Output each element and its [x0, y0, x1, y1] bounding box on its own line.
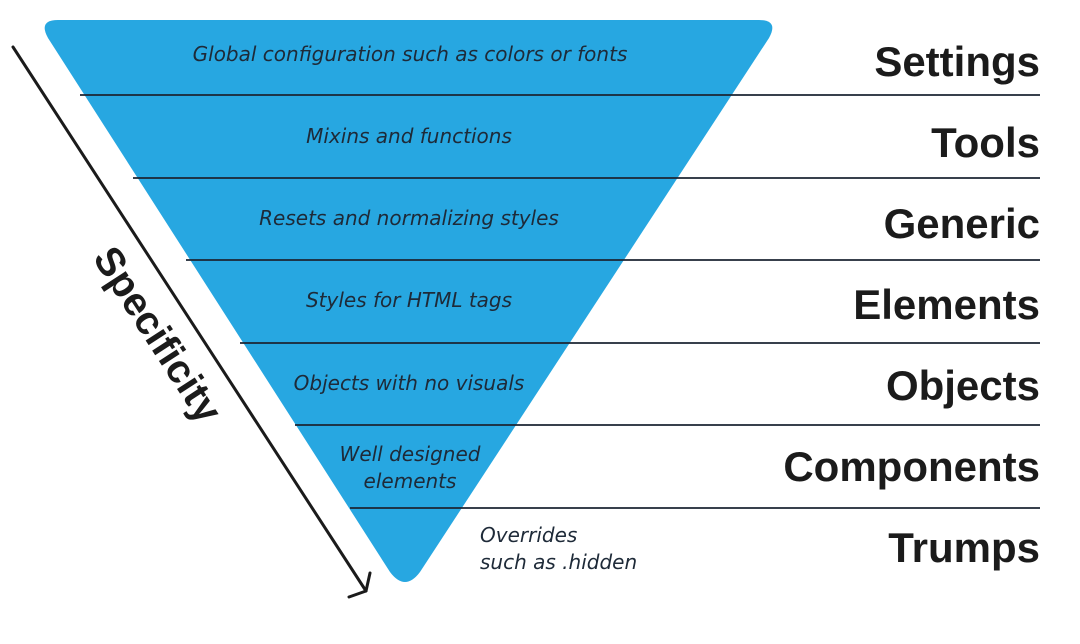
layer-dividers — [80, 94, 1040, 509]
inverted-triangle — [44, 20, 773, 582]
layer-description-trumps: Overrides — [480, 523, 577, 547]
layer-name-generic: Generic — [884, 200, 1040, 247]
layer-description-elements: Styles for HTML tags — [306, 288, 512, 312]
layer-description-objects: Objects with no visuals — [294, 371, 525, 395]
layer-name-objects: Objects — [886, 362, 1040, 409]
layer-name-tools: Tools — [931, 119, 1040, 166]
layer-description-components: elements — [364, 469, 457, 493]
layer-description-settings: Global configuration such as colors or f… — [193, 42, 628, 66]
layer-name-settings: Settings — [874, 38, 1040, 85]
layer-name-trumps: Trumps — [888, 524, 1040, 571]
layer-description-generic: Resets and normalizing styles — [259, 206, 559, 230]
layer-name-elements: Elements — [853, 281, 1040, 328]
layer-description-components: Well designed — [340, 442, 481, 466]
arrow-down-right-icon — [11, 45, 372, 599]
layer-description-trumps: such as .hidden — [480, 550, 637, 574]
layer-name-components: Components — [783, 443, 1040, 490]
layer-description-tools: Mixins and functions — [306, 124, 512, 148]
